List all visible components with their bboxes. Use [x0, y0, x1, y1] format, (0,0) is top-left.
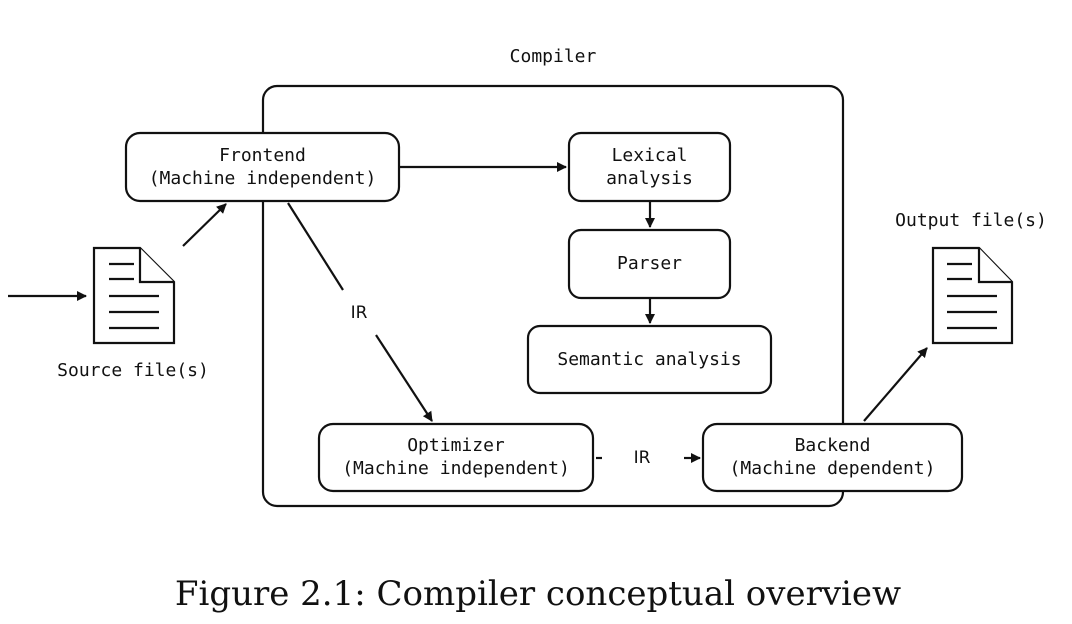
frontend-to-optimizer-arrow-lower [375, 334, 433, 422]
semantic-analysis-box [526, 324, 773, 395]
output-files-label: Output file(s) [895, 210, 1047, 231]
compiler-label: Compiler [510, 46, 597, 67]
source-file-document-icon [92, 246, 176, 345]
frontend-label-line1: Frontend [219, 145, 306, 166]
lexical-analysis-box [567, 131, 732, 203]
semantic-label: Semantic analysis [557, 349, 741, 370]
source-files-label: Source file(s) [57, 360, 209, 381]
lexical-label-line1: Lexical [612, 145, 688, 166]
frontend-to-optimizer-arrow-upper [287, 202, 344, 291]
frontend-label-line2: (Machine independent) [149, 168, 377, 189]
source-to-frontend-arrow [182, 203, 227, 247]
ir-label-frontend-optimizer: IR [351, 303, 368, 323]
backend-label-line2: (Machine dependent) [730, 458, 936, 479]
backend-label-line1: Backend [795, 435, 871, 456]
optimizer-box [317, 422, 595, 493]
backend-to-output-arrow [863, 347, 928, 422]
optimizer-label-line2: (Machine independent) [342, 458, 570, 479]
output-file-document-icon [931, 246, 1014, 345]
frontend-box [124, 131, 401, 203]
backend-box [701, 422, 964, 493]
lexical-label-line2: analysis [606, 168, 693, 189]
parser-label: Parser [617, 253, 682, 274]
compiler-frame [261, 84, 845, 508]
optimizer-label-line1: Optimizer [407, 435, 505, 456]
figure-caption: Figure 2.1: Compiler conceptual overview [175, 574, 901, 614]
ir-label-optimizer-backend: IR [634, 448, 651, 468]
